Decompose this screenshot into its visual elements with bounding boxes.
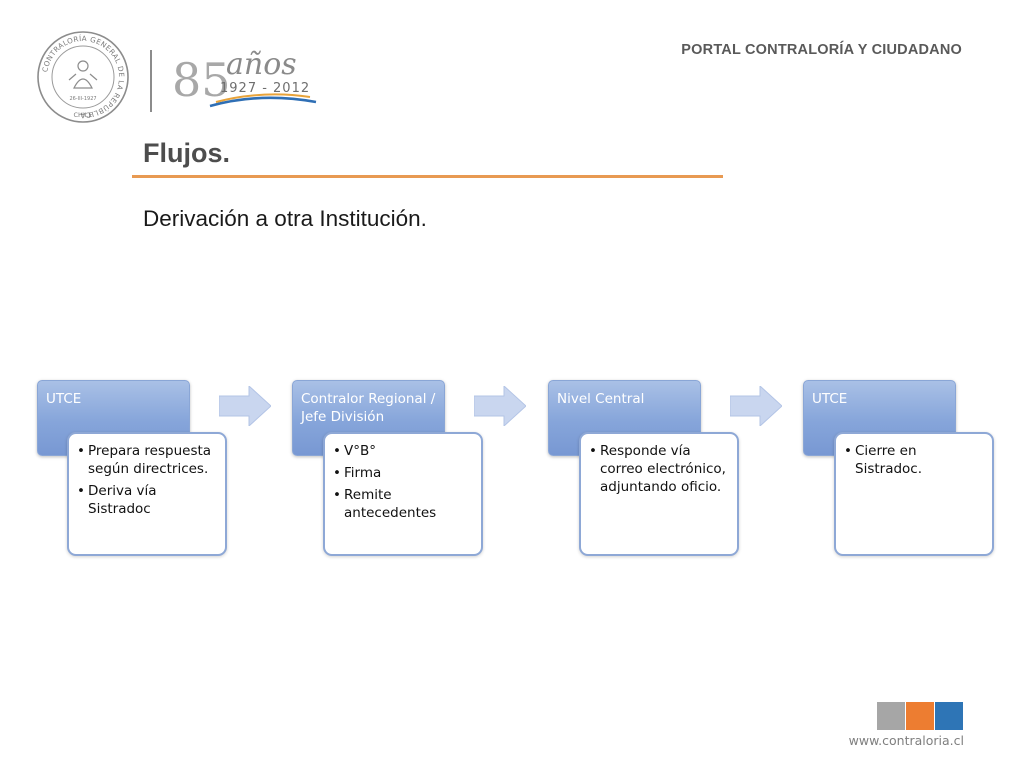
flow-arrow-2	[474, 386, 526, 426]
stage-3-detail: Responde vía correo electrónico, adjunta…	[579, 432, 739, 556]
slide-subtitle: Derivación a otra Institución.	[143, 206, 427, 231]
stage-1-bullet-1: Prepara respuesta según directrices.	[77, 442, 219, 478]
header-divider	[150, 50, 152, 112]
slide-title: Flujos.	[143, 138, 230, 168]
contraloria-seal-logo: CONTRALORÍA GENERAL DE LA REPÚBLICA 26-I…	[37, 31, 129, 123]
stage-3-heading: Nivel Central	[557, 391, 645, 407]
seal-date: 26-III-1927	[69, 96, 96, 102]
seal-country: CHILE	[73, 111, 92, 119]
anniversary-number: 85	[172, 53, 231, 107]
stage-3-bullet-1: Responde vía correo electrónico, adjunta…	[589, 442, 731, 496]
stage-4-detail: Cierre en Sistradoc.	[834, 432, 994, 556]
stage-4-bullet-1: Cierre en Sistradoc.	[844, 442, 986, 478]
flow-arrow-1	[219, 386, 271, 426]
footer-url[interactable]: www.contraloria.cl	[848, 733, 964, 748]
stage-2-bullet-1: V°B°	[333, 442, 475, 460]
stage-1-heading: UTCE	[46, 391, 82, 407]
stage-1-detail: Prepara respuesta según directrices. Der…	[67, 432, 227, 556]
stage-2-heading: Contralor Regional / Jefe División	[301, 391, 436, 425]
portal-title: PORTAL CONTRALORÍA Y CIUDADANO	[681, 42, 962, 58]
stage-2-bullet-3: Remite antecedentes	[333, 486, 475, 522]
anniversary-badge: 85 años 1927 - 2012	[172, 47, 317, 108]
flow-arrow-3	[730, 386, 782, 426]
anniversary-word: años	[226, 47, 297, 82]
stage-2-detail: V°B° Firma Remite antecedentes	[323, 432, 483, 556]
stage-4-heading: UTCE	[812, 391, 848, 407]
stage-1-bullet-2: Deriva vía Sistradoc	[77, 482, 219, 518]
title-underline	[132, 175, 723, 178]
footer-brand-squares	[877, 702, 963, 730]
stage-2-bullet-2: Firma	[333, 464, 475, 482]
anniversary-years: 1927 - 2012	[220, 81, 310, 96]
